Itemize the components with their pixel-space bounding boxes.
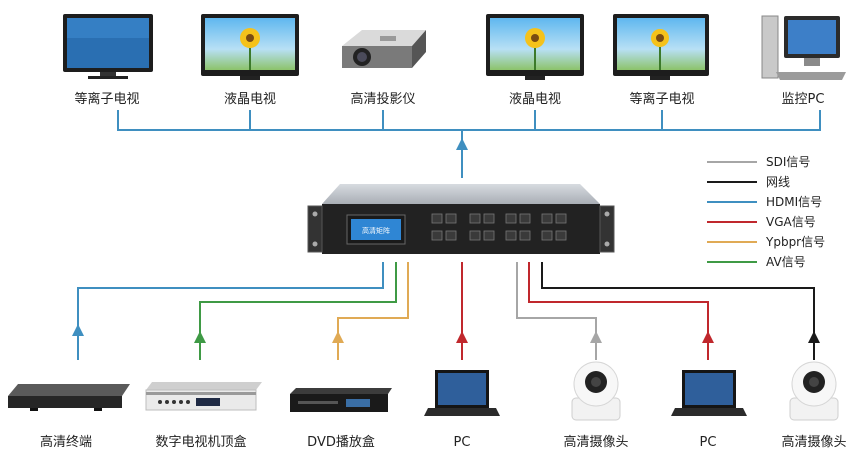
arrow-up-icon [332,331,344,343]
legend-label: AV信号 [766,255,806,269]
arrow-up-icon [456,331,468,343]
top-device-label: 液晶电视 [224,92,276,107]
bottom-device-label: DVD播放盒 [307,434,375,450]
legend-label: 网线 [766,175,790,189]
top-device-label: 监控PC [782,92,825,107]
ethernet-connection [541,262,815,360]
laptop-icon [424,370,500,416]
legend-label: SDI信号 [766,155,810,169]
laptop-icon [671,370,747,416]
hd-terminal-icon [8,384,130,411]
tv-icon [486,14,584,80]
tv-icon [63,14,153,79]
set-top-box-icon [145,382,262,411]
top-device-label: 等离子电视 [74,91,139,107]
top-device-label: 液晶电视 [509,92,561,107]
legend-label: VGA信号 [766,215,816,229]
legend-label: Ypbpr信号 [765,235,825,249]
legend-label: HDMI信号 [766,195,822,209]
bottom-device-label: 高清摄像头 [563,434,628,450]
arrow-up-icon [72,324,84,336]
bottom-device-label: 数字电视机顶盒 [155,434,246,450]
dvd-player-icon [290,388,392,412]
arrow-up-icon [590,331,602,343]
tv-icon [613,14,709,80]
desktop-pc-icon [761,15,846,80]
arrow-up-icon [808,331,820,343]
av-connection [199,262,397,360]
projector-icon [342,30,426,68]
top-device-label: 等离子电视 [629,91,694,107]
bottom-device-label: 高清摄像头 [781,434,846,450]
hdmi-output-bus [117,110,821,178]
bottom-device-label: PC [454,435,471,450]
bottom-device-label: PC [700,435,717,450]
arrow-up-icon [456,138,468,150]
matrix-switcher-icon [307,184,615,254]
ypbpr-connection [337,262,409,360]
legend: SDI信号 网线 HDMI信号 VGA信号 Ypbpr信号 AV信号 [707,155,825,269]
camera-icon [789,361,839,421]
camera-icon [571,361,621,421]
vga-connection [528,262,709,360]
arrow-up-icon [194,331,206,343]
tv-icon [201,14,299,80]
matrix-screen-text: 高清矩阵 [362,226,390,235]
bottom-device-label: 高清终端 [40,434,92,450]
top-device-label: 高清投影仪 [350,91,415,107]
arrow-up-icon [702,331,714,343]
